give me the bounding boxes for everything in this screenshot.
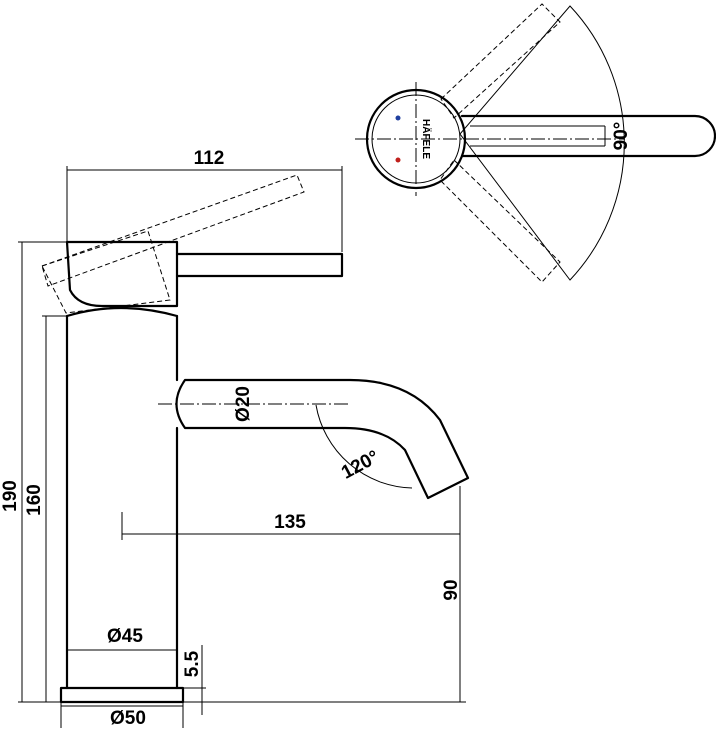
cold-indicator-dot [395,115,401,121]
dim-spout-height: 90 [441,579,462,600]
handle-lever-side [175,252,344,278]
spout [175,378,470,500]
handle-head [65,240,179,308]
handle-position-upper [440,3,561,119]
brand-logo: HÄFELE [420,119,433,159]
handle-lever-top [460,114,716,158]
body-cylinder [65,314,179,690]
spout-angle-arc [315,404,413,489]
dim-top-width: 112 [194,148,225,169]
dim-spout-angle: 120° [338,447,383,484]
hot-indicator-dot [395,157,401,163]
dim-overall-height: 190 [0,480,21,512]
dim-base-diameter: Ø50 [110,708,146,729]
dim-spout-diameter: Ø20 [233,386,254,422]
base-ring [59,686,185,704]
handle-raised-side [41,174,305,287]
top-view: HÄFELE 90° [355,3,716,283]
dim-spout-reach: 135 [274,512,306,533]
side-view: 112 120° Ø20 135 90 [0,148,470,729]
dim-body-diameter: Ø45 [107,626,143,647]
handle-rotation-sector [459,5,625,281]
dim-base-height: 5.5 [182,650,203,677]
handle-position-lower [439,159,561,283]
dim-body-height: 160 [24,484,45,516]
body-cap [65,306,179,318]
dim-handle-angle: 90° [611,122,632,151]
